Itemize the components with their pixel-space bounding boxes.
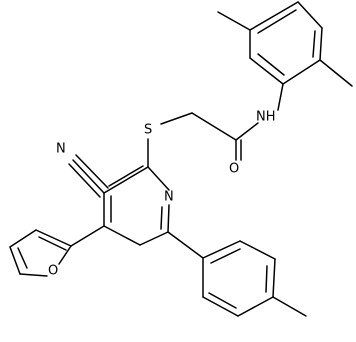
dimethylphenyl-ring [249, 1, 323, 85]
amide-linkage [160, 83, 284, 161]
pyridine-nitrogen-atom: N [164, 190, 174, 205]
carbonyl-oxygen-atom: O [229, 162, 239, 177]
nitrile-nitrogen-atom: N [56, 142, 66, 157]
furan-oxygen-atom: O [48, 264, 58, 279]
pyridine-ring [103, 138, 170, 246]
methyl-groups-upper [217, 11, 353, 87]
amide-nh-label: NH [256, 110, 276, 125]
sulfur-atom: S [144, 123, 152, 138]
furan-ring [9, 225, 105, 277]
tolyl-ring [167, 231, 307, 317]
nitrile-group [68, 154, 109, 198]
